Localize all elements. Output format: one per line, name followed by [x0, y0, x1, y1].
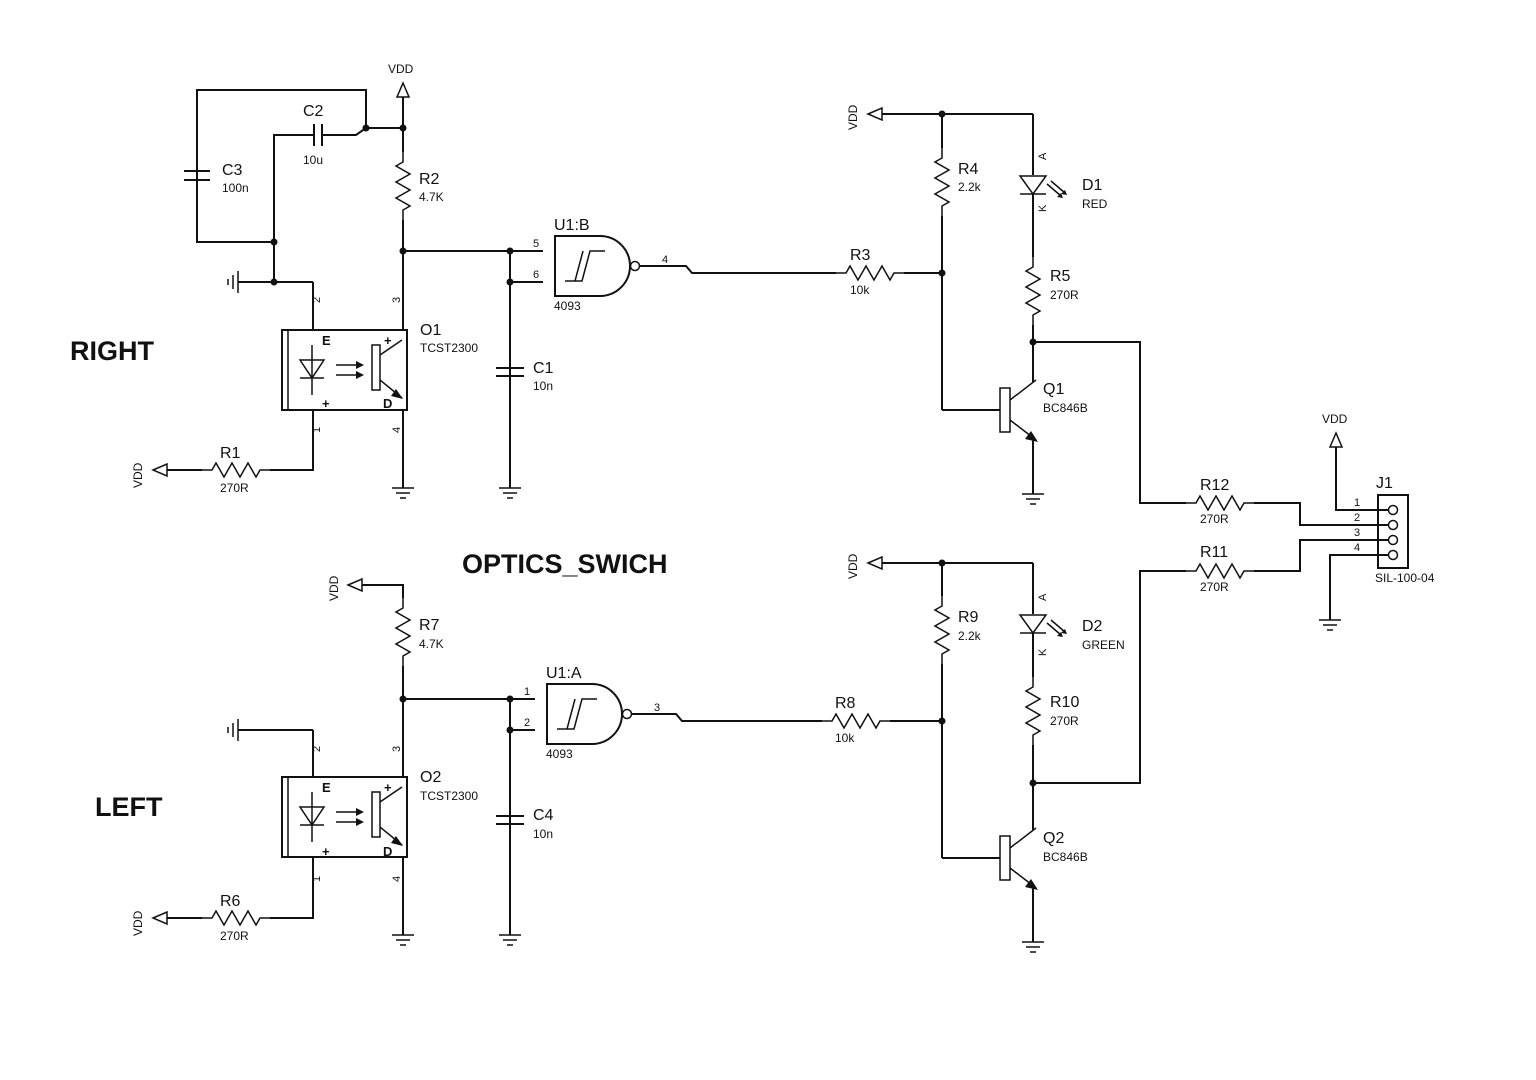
r6-ref: R6	[220, 893, 241, 910]
j1-ref: J1	[1376, 475, 1393, 492]
u1b-pin5: 5	[533, 238, 539, 250]
vdd-label: VDD	[388, 62, 414, 76]
r7-value: 4.7K	[419, 637, 444, 651]
u1b-pin4: 4	[662, 254, 668, 266]
r11-ref: R11	[1200, 544, 1228, 561]
title-optics-swich: OPTICS_SWICH	[462, 549, 668, 579]
r12-value: 270R	[1200, 512, 1229, 526]
u1a-pin2: 2	[524, 717, 530, 729]
c2-ref: C2	[303, 103, 324, 120]
o1-plus-label: +	[384, 333, 392, 348]
label-right: RIGHT	[70, 336, 155, 366]
r12-ref: R12	[1200, 477, 1229, 494]
d1-anode-label: A	[1037, 152, 1049, 160]
o1-d-label: D	[383, 396, 392, 411]
r5-ref: R5	[1050, 268, 1071, 285]
o1-plus2-label: +	[322, 396, 330, 411]
d1-ref: D1	[1082, 177, 1103, 194]
r3-value: 10k	[850, 283, 870, 297]
c4-value: 10n	[533, 827, 553, 841]
r10-ref: R10	[1050, 694, 1079, 711]
connector-section: R12 270R R11 270R VDD 1 2 3 4 J1 SIL-100…	[1185, 412, 1435, 631]
r9-value: 2.2k	[958, 629, 982, 643]
o1-pin1: 1	[311, 427, 323, 433]
u1b-value: 4093	[554, 299, 581, 313]
d2-ref: D2	[1082, 618, 1103, 635]
d1-cathode-label: K	[1037, 204, 1049, 212]
u1b-ref: U1:B	[554, 217, 590, 234]
c4-ref: C4	[533, 807, 554, 824]
vdd-symbol: VDD	[388, 62, 414, 98]
j1-pin3: 3	[1354, 527, 1360, 539]
r4-value: 2.2k	[958, 180, 982, 194]
r3-ref: R3	[850, 247, 871, 264]
vdd-label: VDD	[846, 104, 860, 130]
r7-ref: R7	[419, 617, 440, 634]
o2-pin1: 1	[311, 876, 323, 882]
c3-value: 100n	[222, 181, 249, 195]
vdd-label: VDD	[1322, 412, 1348, 426]
j1-pin4: 4	[1354, 542, 1360, 554]
r8-ref: R8	[835, 695, 856, 712]
o1-pin2: 2	[311, 297, 323, 303]
j1-pin2: 2	[1354, 512, 1360, 524]
u1b-pin6: 6	[533, 269, 539, 281]
o2-d-label: D	[383, 844, 392, 859]
d2-cathode-label: K	[1037, 648, 1049, 656]
vdd-label: VDD	[131, 462, 145, 488]
label-left: LEFT	[95, 792, 163, 822]
r10-value: 270R	[1050, 714, 1079, 728]
o1-e-label: E	[322, 333, 331, 348]
o2-ref: O2	[420, 769, 441, 786]
q2-value: BC846B	[1043, 850, 1088, 864]
r11-value: 270R	[1200, 580, 1229, 594]
c2-value: 10u	[303, 153, 323, 167]
j1-body	[1377, 494, 1409, 569]
q1-value: BC846B	[1043, 401, 1088, 415]
vdd-label: VDD	[131, 910, 145, 936]
left-channel: VDD R7 4.7K C4 10n E + + D O2 TCST2300 2…	[131, 553, 1186, 953]
r4-ref: R4	[958, 161, 979, 178]
vdd-label: VDD	[846, 553, 860, 579]
u1a-pin3: 3	[654, 702, 660, 714]
o2-e-label: E	[322, 780, 331, 795]
j1-value: SIL-100-04	[1375, 571, 1435, 585]
r2-ref: R2	[419, 171, 440, 188]
o2-plus2-label: +	[322, 844, 330, 859]
u1a-pin1: 1	[524, 686, 530, 698]
c3-ref: C3	[222, 162, 243, 179]
r1-value: 270R	[220, 481, 249, 495]
o1-value: TCST2300	[420, 341, 478, 355]
o2-pin4: 4	[391, 876, 403, 882]
r2-value: 4.7K	[419, 190, 444, 204]
o2-pin2: 2	[311, 746, 323, 752]
r9-ref: R9	[958, 609, 979, 626]
o1-pin3: 3	[391, 297, 403, 303]
d1-value: RED	[1082, 197, 1108, 211]
q1-ref: Q1	[1043, 381, 1064, 398]
r8-value: 10k	[835, 731, 855, 745]
vdd-label: VDD	[327, 575, 341, 601]
o1-ref: O1	[420, 322, 441, 339]
d2-value: GREEN	[1082, 638, 1125, 652]
q2-ref: Q2	[1043, 830, 1064, 847]
u1a-ref: U1:A	[546, 665, 582, 682]
r1-ref: R1	[220, 445, 241, 462]
o2-value: TCST2300	[420, 789, 478, 803]
c1-ref: C1	[533, 360, 554, 377]
o1-pin4: 4	[391, 427, 403, 433]
c1-value: 10n	[533, 379, 553, 393]
o2-plus-label: +	[384, 780, 392, 795]
right-channel: VDD C2 10u C3 100n R2 4.7K	[131, 62, 1186, 505]
j1-pin1: 1	[1354, 497, 1360, 509]
r6-value: 270R	[220, 929, 249, 943]
d2-anode-label: A	[1037, 593, 1049, 601]
o2-pin3: 3	[391, 746, 403, 752]
u1a-value: 4093	[546, 747, 573, 761]
r5-value: 270R	[1050, 288, 1079, 302]
